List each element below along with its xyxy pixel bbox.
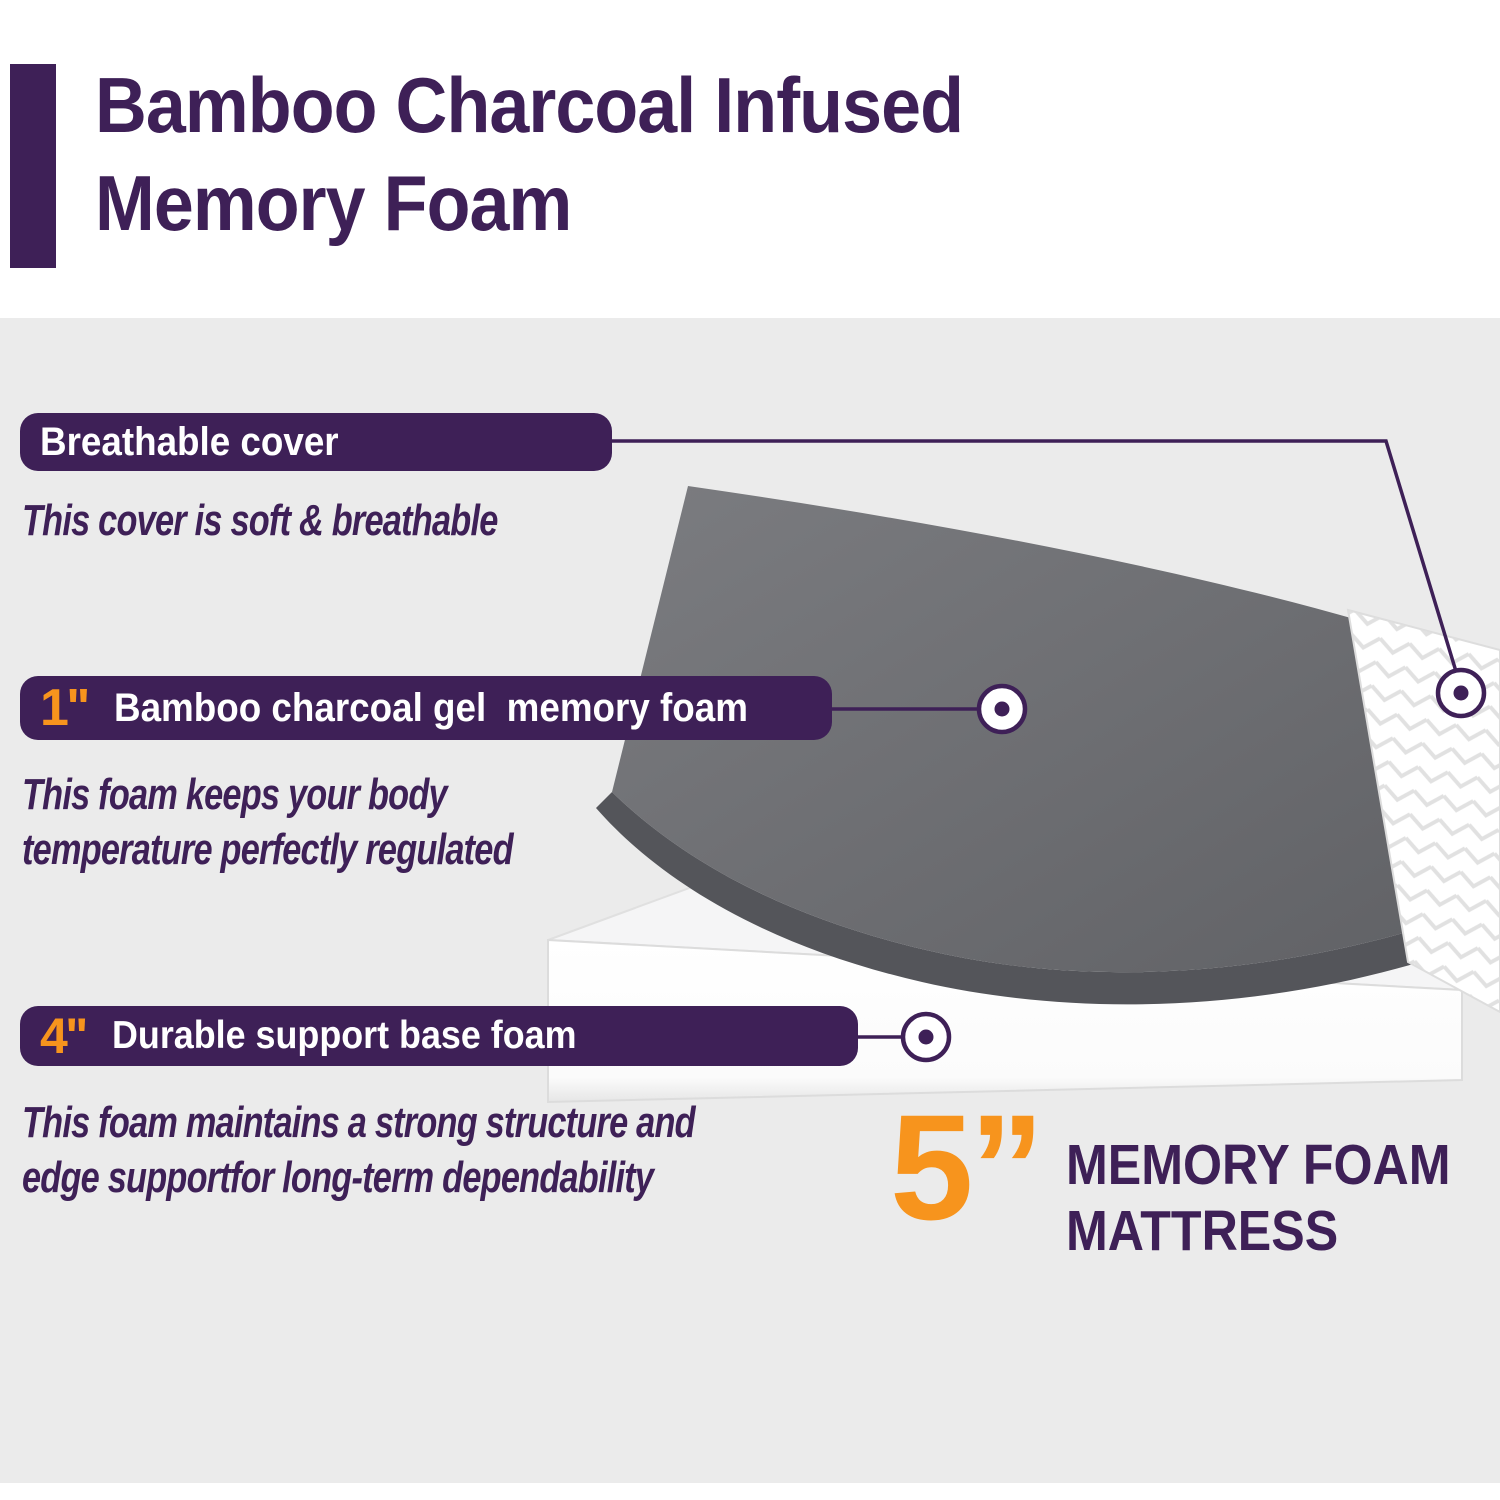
mattress-size-badge: 5” MEMORY FOAM MATTRESS bbox=[890, 1092, 1500, 1264]
callout-description-memory-foam: This foam keeps your body temperature pe… bbox=[22, 768, 514, 877]
description-line: This foam maintains a strong structure a… bbox=[22, 1098, 696, 1147]
background-panel bbox=[0, 318, 1500, 1483]
page-title-line2: Memory Foam bbox=[95, 159, 572, 248]
mattress-type-line2: MATTRESS bbox=[1066, 1199, 1339, 1264]
callout-label-memory-foam: Bamboo charcoal gel memory foam bbox=[113, 685, 748, 730]
callout-pill-base-foam: 4'' Durable support base foam bbox=[20, 1006, 858, 1066]
callout-pill-breathable-cover: Breathable cover bbox=[20, 413, 612, 471]
memory-foam-thickness-value: 1'' bbox=[40, 679, 90, 737]
description-line: This cover is soft & breathable bbox=[22, 496, 498, 545]
callout-pill-memory-foam: 1'' Bamboo charcoal gel memory foam bbox=[20, 676, 832, 740]
description-line: This foam keeps your body bbox=[22, 770, 448, 819]
mattress-type-line1: MEMORY FOAM bbox=[1066, 1133, 1451, 1197]
base-foam-thickness-value: 4'' bbox=[40, 1008, 88, 1064]
callout-description-base-foam: This foam maintains a strong structure a… bbox=[22, 1096, 696, 1205]
description-line: edge supportfor long-term dependability bbox=[22, 1152, 654, 1202]
mattress-height-value: 5” bbox=[890, 1083, 1044, 1251]
mattress-type-label: MEMORY FOAM MATTRESS bbox=[1066, 1132, 1451, 1264]
callout-label-breathable-cover: Breathable cover bbox=[40, 419, 339, 464]
page-title-line1: Bamboo Charcoal Infused bbox=[95, 61, 964, 149]
description-line: temperature perfectly regulated bbox=[22, 824, 514, 874]
callout-description-cover: This cover is soft & breathable bbox=[22, 494, 498, 549]
title-accent-bar bbox=[10, 64, 56, 268]
callout-label-base-foam: Durable support base foam bbox=[111, 1014, 577, 1057]
page-title: Bamboo Charcoal Infused Memory Foam bbox=[95, 56, 964, 253]
